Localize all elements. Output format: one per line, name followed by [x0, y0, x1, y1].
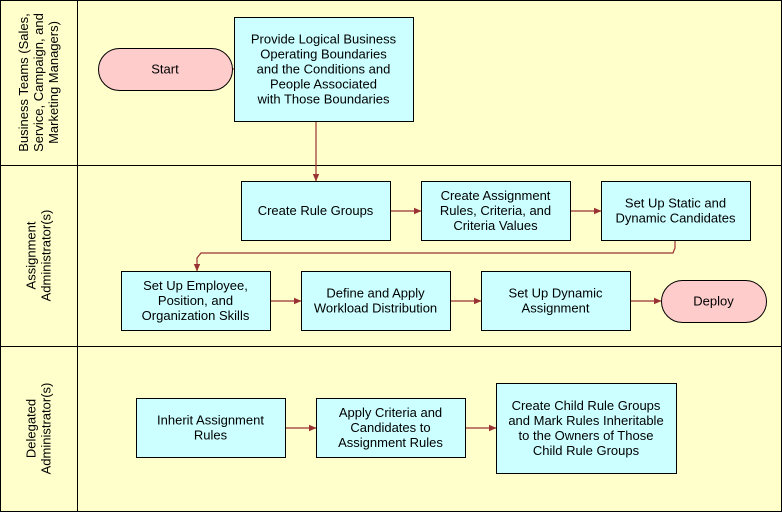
node-label-line: Operating Boundaries	[260, 47, 387, 62]
node-label-line: Organization Skills	[142, 308, 250, 323]
lane-label: Business Teams (Sales,Service, Campaign,…	[16, 13, 61, 152]
node-label-line: Assignment Rules	[338, 435, 443, 450]
process-shape	[481, 271, 631, 331]
process-shape	[316, 398, 466, 458]
terminal-start: Start	[98, 48, 233, 91]
node-label-line: with Those Boundaries	[256, 92, 390, 107]
node-label-line: Provide Logical Business	[251, 32, 397, 47]
node-label-line: Set Up Employee,	[143, 278, 248, 293]
node-label-line: Set Up Static and	[625, 196, 726, 211]
node-label-line: Criteria Values	[453, 218, 538, 233]
node-label-line: to the Owners of Those	[519, 428, 654, 443]
process-shape	[496, 383, 677, 474]
lane-label-line: Service, Campaign, and	[31, 13, 46, 152]
node-label-line: and the Conditions and	[257, 62, 391, 77]
node-label: Deploy	[693, 294, 734, 309]
node-label-line: Define and Apply	[326, 286, 425, 301]
lane-label: AssignmentAdministrator(s)	[24, 210, 54, 302]
node-label-line: Workload Distribution	[314, 301, 437, 316]
node-label: Start	[151, 62, 179, 77]
node-label-line: Create Assignment	[441, 188, 551, 203]
node-label-line: People Associated	[270, 77, 377, 92]
node-label-line: Candidates to	[350, 420, 430, 435]
node-label-line: Create Rule Groups	[258, 203, 374, 218]
node-label-line: Dynamic Candidates	[616, 211, 736, 226]
node-label-line: Apply Criteria and	[339, 405, 442, 420]
process-box-rule-groups: Create Rule Groups	[241, 181, 391, 241]
process-shape	[601, 181, 751, 241]
process-shape	[234, 17, 414, 122]
node-label: Create Rule Groups	[258, 203, 374, 218]
node-label-line: Inherit Assignment	[157, 413, 264, 428]
node-label-line: Child Rule Groups	[533, 443, 640, 458]
node-label-line: Set Up Dynamic	[509, 286, 603, 301]
node-label-line: Rules, Criteria, and	[440, 203, 551, 218]
node-label-line: Start	[151, 62, 179, 77]
lane-label-line: Administrator(s)	[39, 383, 54, 475]
process-shape	[241, 181, 391, 241]
lane-label-line: Administrator(s)	[39, 210, 54, 302]
terminal-shape	[98, 48, 233, 91]
node-label-line: Rules	[194, 428, 228, 443]
node-label-line: Create Child Rule Groups	[512, 398, 661, 413]
process-shape	[121, 271, 271, 331]
lane-label-line: Delegated	[24, 399, 39, 458]
terminal-shape	[661, 280, 767, 323]
node-label-line: Position, and	[158, 293, 233, 308]
lane-label-line: Marketing Managers)	[46, 21, 61, 144]
node-label-line: Assignment	[522, 301, 590, 316]
process-shape	[136, 398, 286, 458]
node-label-line: and Mark Rules Inheritable	[508, 413, 663, 428]
lane-label-line: Business Teams (Sales,	[16, 13, 31, 152]
node-label-line: Deploy	[693, 294, 734, 309]
process-shape	[421, 181, 571, 241]
lane-label-line: Assignment	[24, 221, 39, 289]
process-shape	[301, 271, 451, 331]
arrow-candidates-to-skills	[193, 240, 676, 272]
terminal-deploy: Deploy	[661, 280, 767, 323]
lane-label: DelegatedAdministrator(s)	[24, 383, 54, 475]
